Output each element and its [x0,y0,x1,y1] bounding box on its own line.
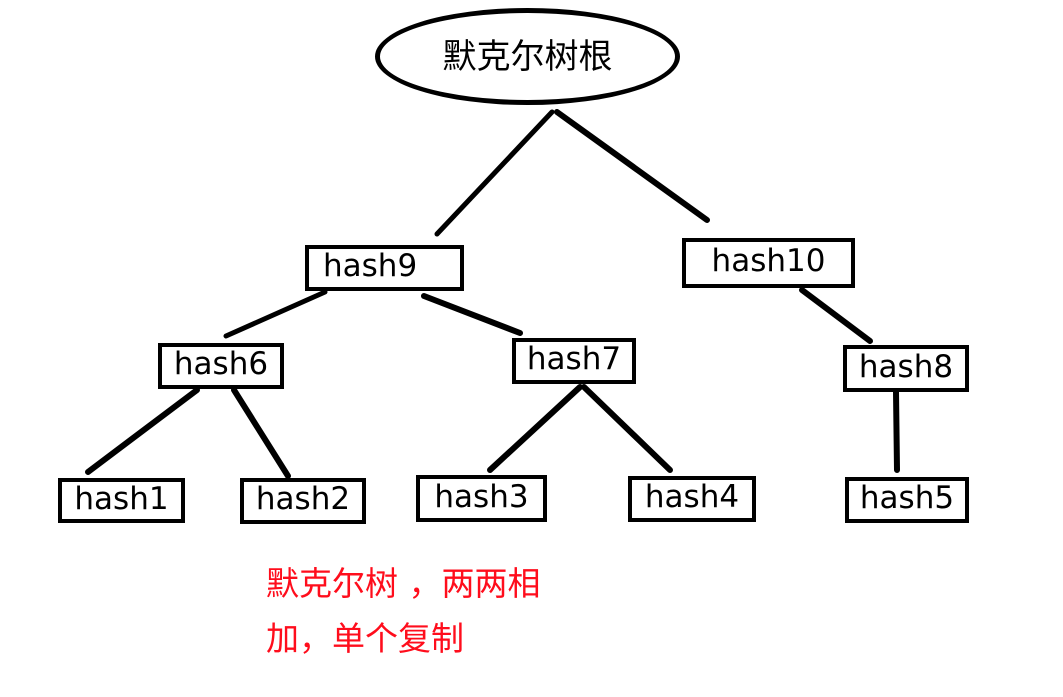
caption-line-1: 默克尔树 ，两两相 [266,564,541,603]
node-label: hash1 [74,480,169,517]
node-label: hash10 [711,243,826,279]
node-hash3[interactable]: hash3 [416,475,547,522]
node-hash1[interactable]: hash1 [58,478,185,523]
node-hash4[interactable]: hash4 [628,476,756,522]
node-label: hash6 [173,346,269,382]
node-label: hash2 [255,481,351,517]
node-label: hash5 [859,480,955,516]
node-hash6[interactable]: hash6 [158,343,284,389]
edge-hash8-hash5 [893,389,900,473]
node-hash7[interactable]: hash7 [512,338,636,384]
node-hash8[interactable]: hash8 [843,345,969,392]
edge-hash10-hash8 [799,287,873,344]
edge-hash9-hash6 [223,289,328,339]
node-hash9[interactable]: hash9 [305,245,464,291]
node-hash5[interactable]: hash5 [845,477,969,523]
edge-hash7-hash4 [581,384,673,473]
node-label: hash3 [434,478,529,515]
node-label: hash7 [526,341,622,377]
edge-hash9-hash7 [421,293,523,336]
node-label: hash4 [644,479,740,515]
edge-root-hash10 [554,109,710,223]
edge-hash7-hash3 [487,384,583,473]
node-label: hash9 [323,248,418,284]
node-label: hash8 [858,348,954,385]
node-label: 默克尔树根 [442,36,613,77]
node-hash2[interactable]: hash2 [240,478,366,524]
caption-line-2: 加，单个复制 [266,619,464,658]
edge-hash6-hash2 [231,387,291,479]
node-hash10[interactable]: hash10 [682,238,855,288]
edge-hash6-hash1 [85,387,200,475]
edge-root-hash9 [434,109,555,237]
node-merkle-root[interactable]: 默克尔树根 [375,8,680,105]
